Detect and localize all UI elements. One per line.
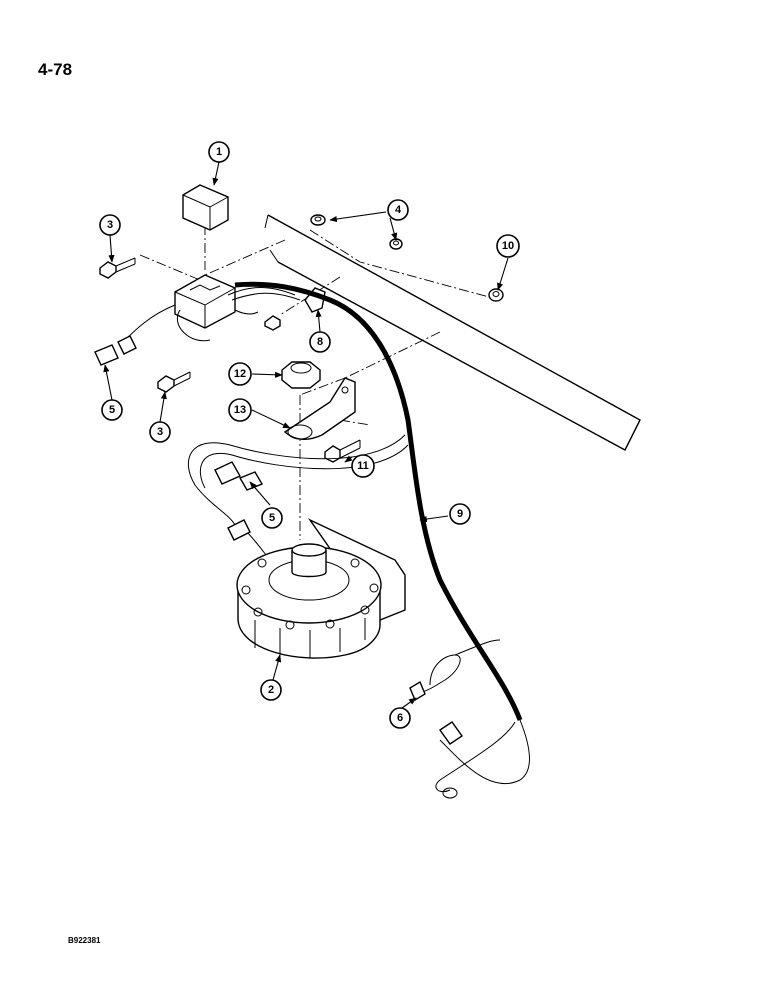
callout-3-upper: 3 — [99, 214, 121, 236]
callout-6: 6 — [389, 707, 411, 729]
svg-text:12: 12 — [234, 368, 246, 380]
bolt-3-lower — [157, 371, 191, 393]
svg-text:1: 1 — [216, 146, 222, 158]
svg-text:5: 5 — [109, 404, 115, 416]
svg-text:11: 11 — [357, 460, 369, 472]
callout-11: 11 — [351, 454, 375, 478]
nut-4-upper — [310, 214, 326, 226]
connector-5-lower — [214, 461, 264, 541]
nut-4-lower — [389, 238, 403, 250]
callout-3-lower: 3 — [149, 421, 171, 443]
callout-5-lower: 5 — [261, 507, 283, 529]
svg-text:13: 13 — [234, 404, 246, 416]
callout-1: 1 — [208, 141, 230, 163]
relay — [182, 184, 229, 231]
callout-12: 12 — [228, 362, 252, 386]
callout-10: 10 — [496, 234, 520, 258]
callout-9: 9 — [449, 503, 471, 525]
bracket — [283, 377, 356, 440]
callout-4: 4 — [387, 199, 409, 221]
svg-text:3: 3 — [107, 219, 113, 231]
nut-10 — [488, 288, 504, 302]
svg-text:4: 4 — [395, 204, 402, 216]
svg-text:5: 5 — [269, 512, 275, 524]
callout-8: 8 — [309, 331, 331, 353]
svg-text:2: 2 — [268, 684, 274, 696]
horn-wiring — [187, 434, 409, 561]
svg-text:10: 10 — [502, 240, 514, 252]
horn — [236, 518, 406, 659]
screw — [264, 315, 281, 331]
nut-12 — [281, 361, 321, 389]
leader-lines — [103, 161, 509, 709]
svg-text:8: 8 — [317, 336, 323, 348]
horn-harness — [234, 281, 523, 721]
callout-2: 2 — [260, 679, 282, 701]
svg-text:9: 9 — [457, 508, 463, 520]
callout-5-upper: 5 — [101, 399, 123, 421]
svg-text:3: 3 — [157, 426, 163, 438]
frame-panel — [264, 214, 641, 451]
relay-socket — [174, 274, 236, 329]
page-number: 4-78 — [38, 60, 73, 79]
svg-text:6: 6 — [397, 712, 403, 724]
bolt-3-upper — [99, 257, 136, 279]
figure-code: B922381 — [68, 936, 101, 945]
callout-13: 13 — [228, 398, 252, 422]
ground-wire — [409, 639, 530, 799]
connector-5-upper — [94, 335, 137, 366]
